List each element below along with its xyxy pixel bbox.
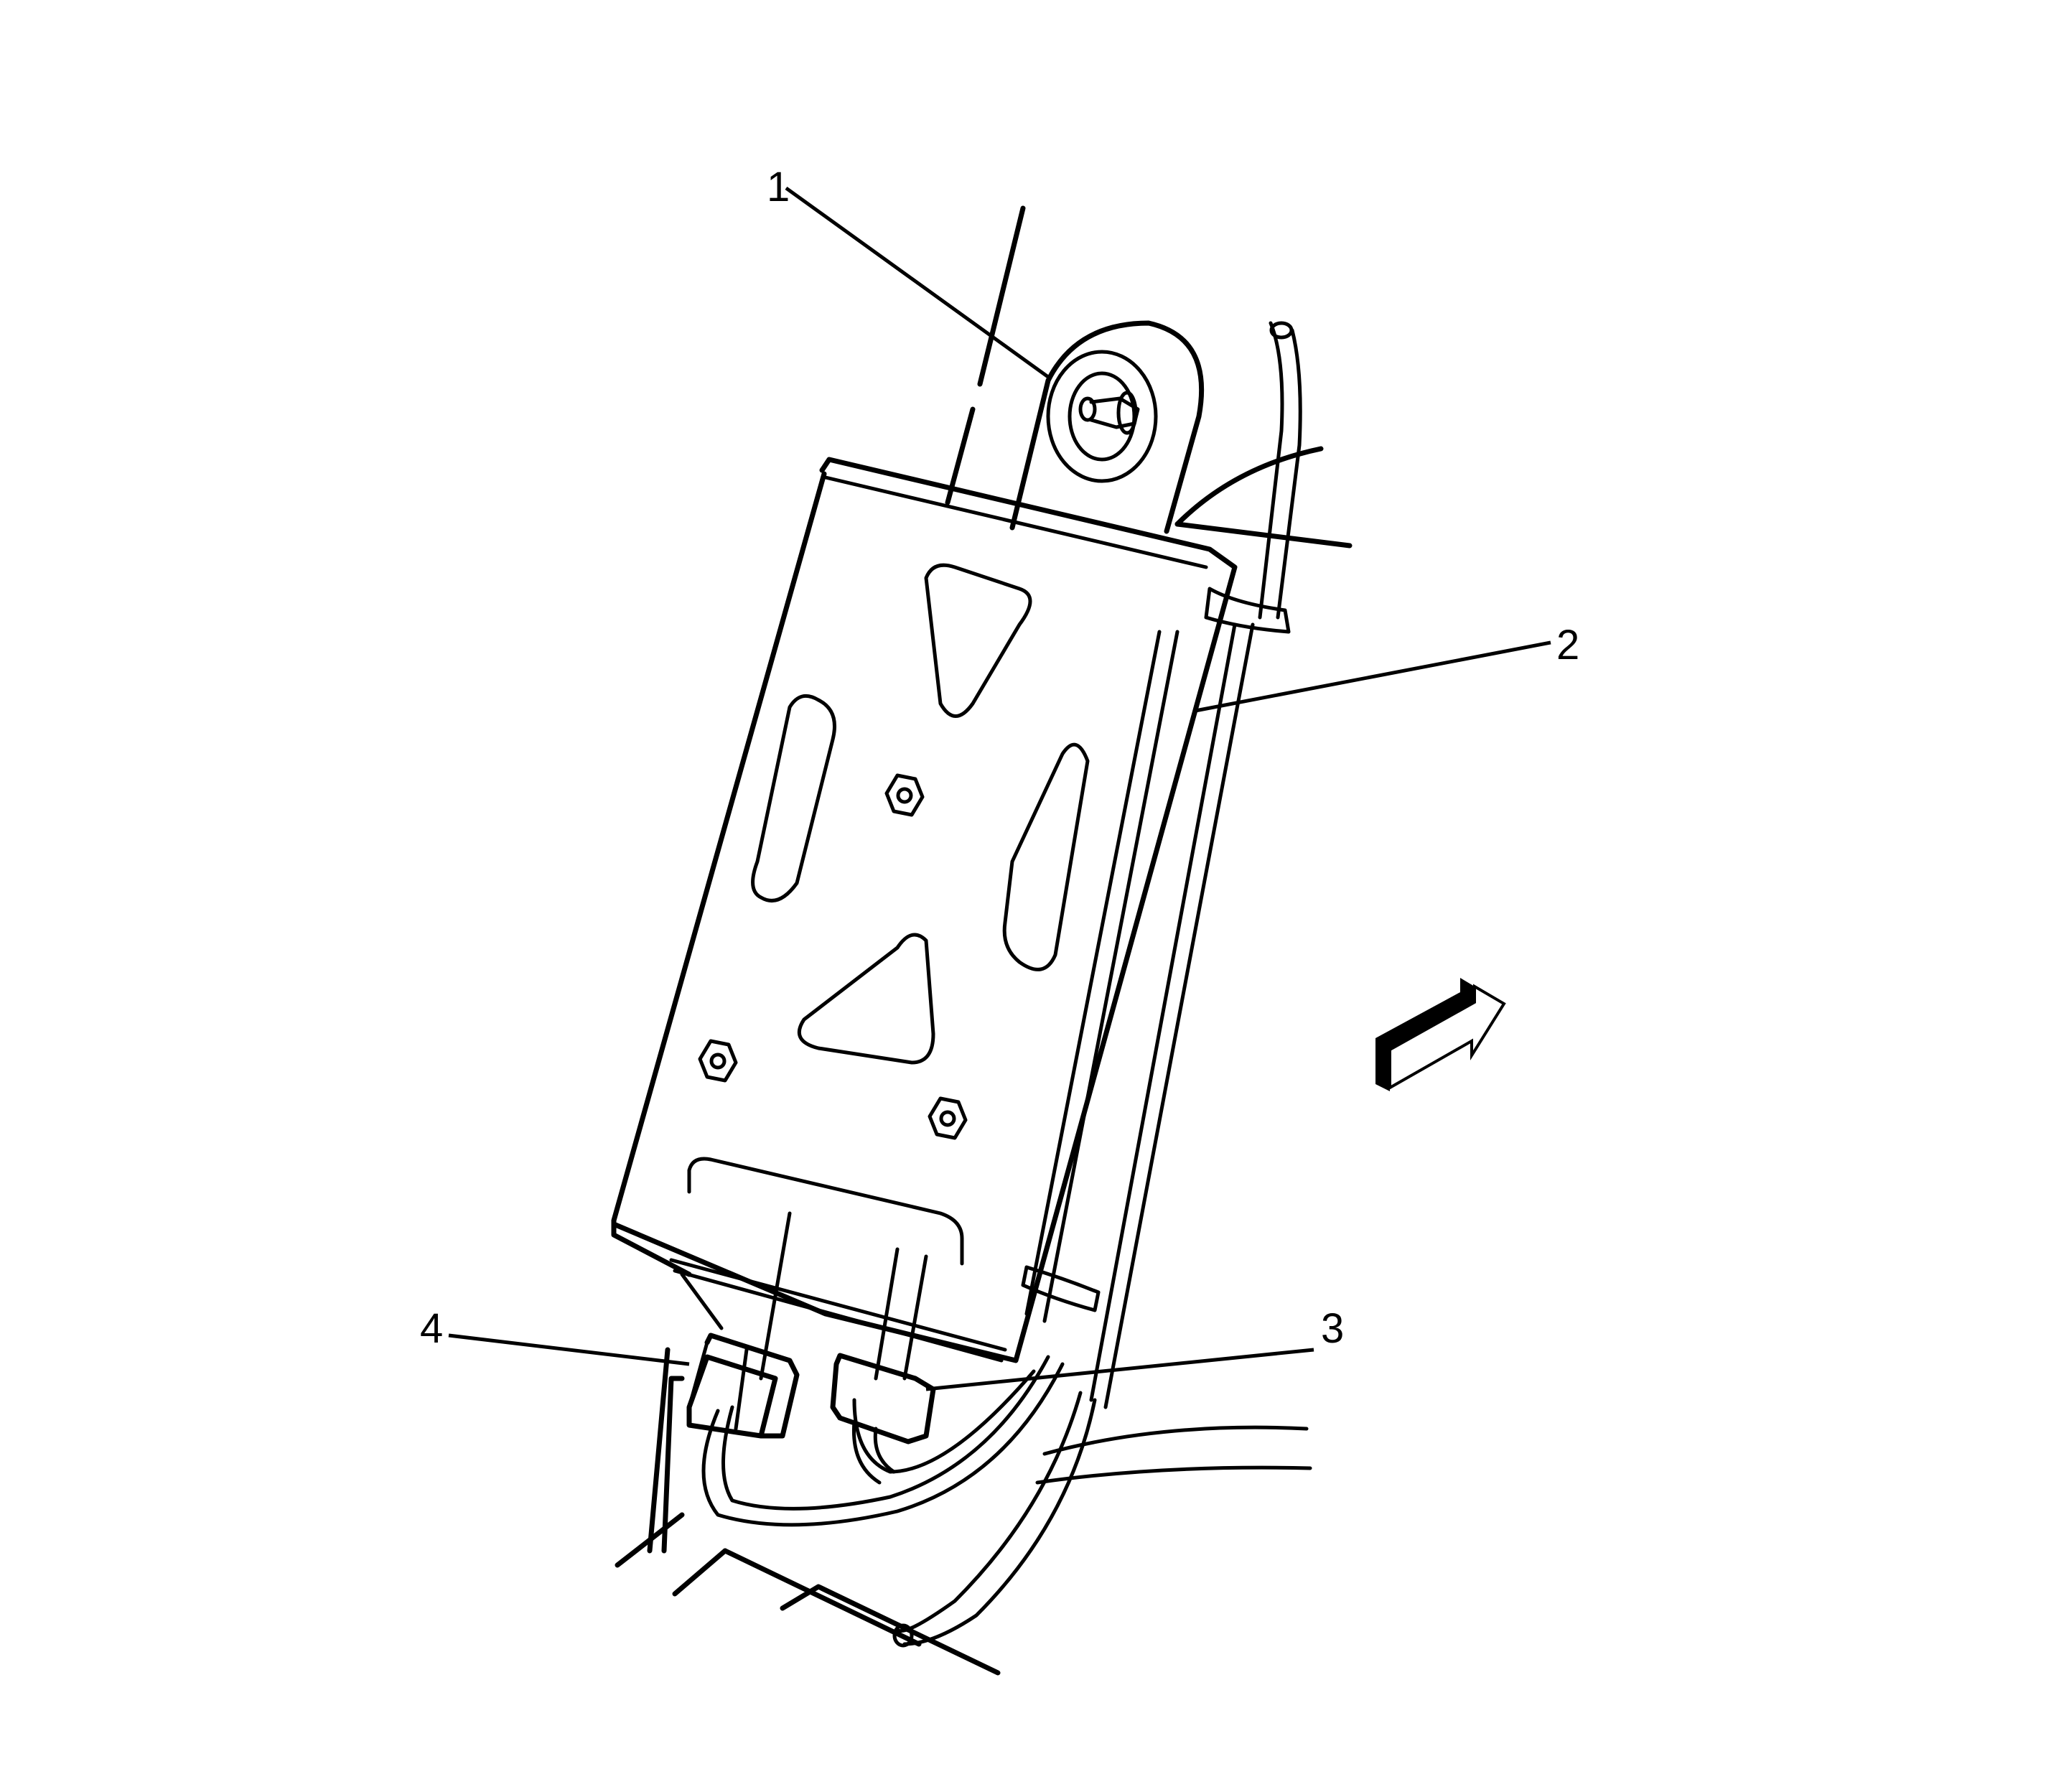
- callout-1: 1: [767, 164, 790, 210]
- connector-left: [686, 1333, 800, 1439]
- callout-2: 2: [1556, 622, 1580, 668]
- wiring-harness: [701, 321, 1302, 1648]
- nut-icon: [884, 773, 925, 817]
- module-housing: [611, 457, 1238, 1381]
- nut-icon: [698, 1039, 738, 1083]
- connector-right: [830, 1353, 936, 1485]
- callout-3: 3: [1321, 1305, 1345, 1352]
- background-structure: [615, 205, 1353, 1676]
- mounting-stud-icon: [1078, 391, 1140, 435]
- leader-line-4: [448, 1333, 690, 1366]
- leader-line-3: [925, 1348, 1314, 1391]
- nut-icon: [928, 1096, 968, 1140]
- mounting-bracket: [1009, 320, 1205, 534]
- leader-line-2: [1195, 640, 1551, 713]
- front-direction-arrow-icon: [1375, 978, 1506, 1091]
- leader-line-1: [785, 186, 1050, 379]
- callout-4: 4: [420, 1305, 444, 1352]
